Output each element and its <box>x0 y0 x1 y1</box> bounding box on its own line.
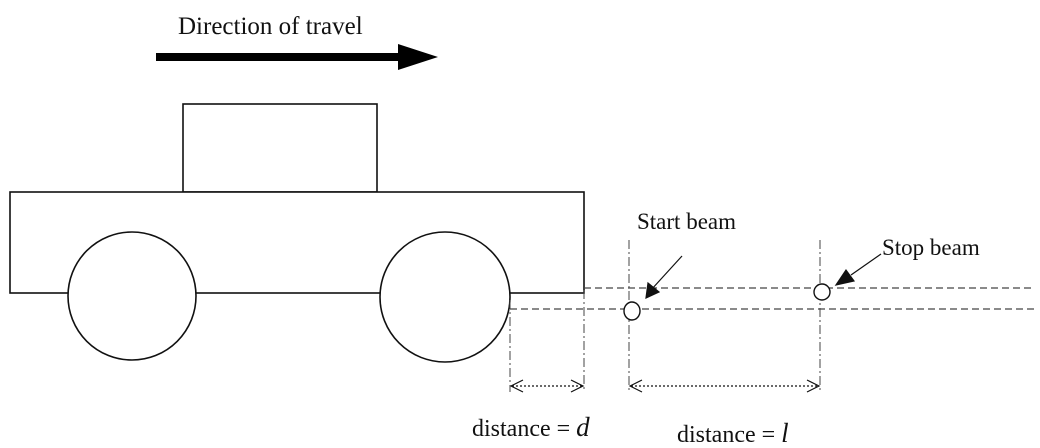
stop-beam-arrowhead <box>834 268 856 286</box>
stop-beam-label: Stop beam <box>882 235 980 260</box>
dimension-arrows <box>509 379 821 393</box>
distance-d-symbol: d <box>576 412 590 442</box>
distance-l-prefix: distance = <box>677 422 782 448</box>
distance-d-label: distance = d <box>472 412 590 442</box>
front-wheel <box>379 231 511 363</box>
start-beam-pointer <box>650 255 683 291</box>
direction-of-travel-label: Direction of travel <box>178 13 363 40</box>
label-pointers <box>645 253 882 300</box>
start-beam-label: Start beam <box>637 209 736 234</box>
dimension-guides <box>509 240 821 392</box>
start-beam-sensor <box>623 301 641 321</box>
rear-wheel <box>67 231 197 361</box>
distance-l-symbol: l <box>781 418 789 448</box>
beam-lines <box>510 287 1035 310</box>
stop-beam-sensor <box>813 283 831 301</box>
distance-d-prefix: distance = <box>472 416 577 442</box>
stop-beam-pointer <box>850 253 882 276</box>
distance-l-label: distance = l <box>677 418 789 448</box>
start-beam-arrowhead <box>645 281 661 300</box>
direction-arrow <box>156 44 438 70</box>
vehicle-cab <box>182 103 378 193</box>
vehicle <box>9 103 585 363</box>
beam-sensors <box>623 283 831 321</box>
